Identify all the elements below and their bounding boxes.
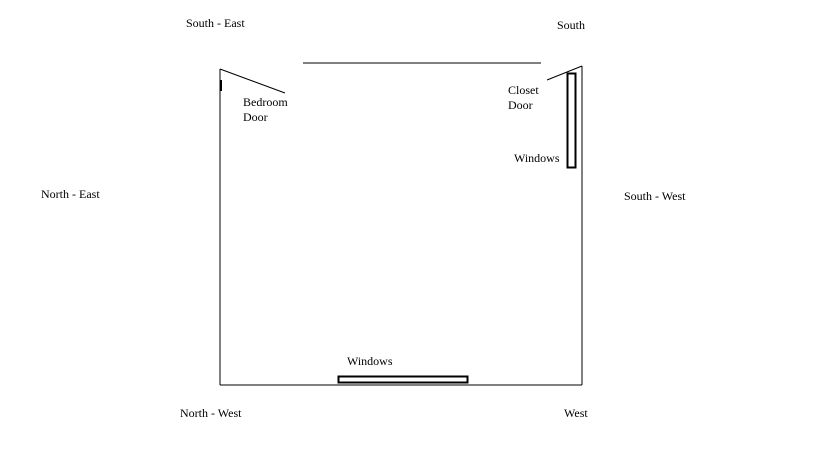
closet-door-swing (546, 65, 583, 81)
label-windows-right: Windows (514, 151, 560, 165)
label-south-west: South - West (624, 189, 686, 203)
label-west: West (564, 406, 588, 420)
label-south-east: South - East (186, 16, 245, 30)
label-closet-door-line1: Closet (508, 83, 539, 97)
label-south: South (557, 18, 586, 32)
label-bedroom-door-line2: Door (243, 110, 268, 124)
label-closet-door-line2: Door (508, 98, 533, 112)
bedroom-door-swing (219, 68, 286, 94)
label-closet-door: Closet Door (508, 83, 539, 112)
windows-bottom-shape (337, 375, 469, 384)
label-north-west: North - West (180, 406, 242, 420)
label-bedroom-door: Bedroom Door (243, 95, 288, 124)
label-bedroom-door-line1: Bedroom (243, 95, 288, 109)
label-windows-bottom: Windows (347, 354, 393, 368)
windows-right-shape (566, 72, 577, 169)
label-north-east: North - East (41, 187, 100, 201)
